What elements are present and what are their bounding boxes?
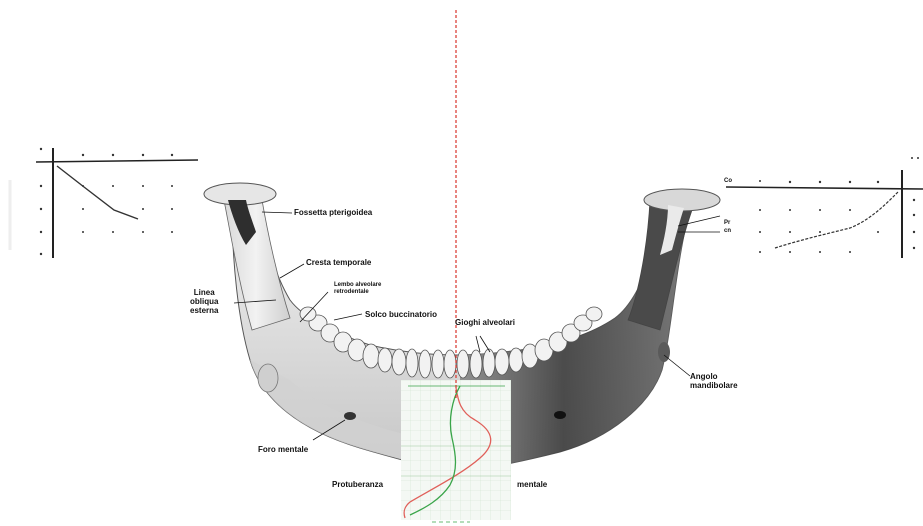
label-foro-mentale: Foro mentale bbox=[258, 445, 308, 454]
label-mentale: mentale bbox=[517, 480, 547, 489]
label-fossetta-pterigoidea: Fossetta pterigoidea bbox=[294, 208, 372, 217]
label-lembo-alveolare: Lembo alveolare retrodentale bbox=[334, 282, 381, 296]
label-cn: cn bbox=[724, 228, 731, 235]
label-linea-obliqua-esterna: Linea obliqua esterna bbox=[190, 288, 218, 315]
label-protuberanza: Protuberanza bbox=[332, 480, 383, 489]
right-scale-plot bbox=[726, 157, 923, 258]
label-co: Co bbox=[724, 178, 732, 185]
left-scale-plot bbox=[10, 148, 198, 258]
label-angolo-mandibolare: Angolo mandibolare bbox=[690, 372, 738, 390]
center-profile-plot bbox=[401, 380, 511, 522]
label-gioghi-alveolari: Gioghi alveolari bbox=[455, 318, 515, 327]
label-cresta-temporale: Cresta temporale bbox=[306, 258, 371, 267]
label-solco-buccinatorio: Solco buccinatorio bbox=[365, 310, 437, 319]
label-pr: Pr bbox=[724, 220, 730, 227]
